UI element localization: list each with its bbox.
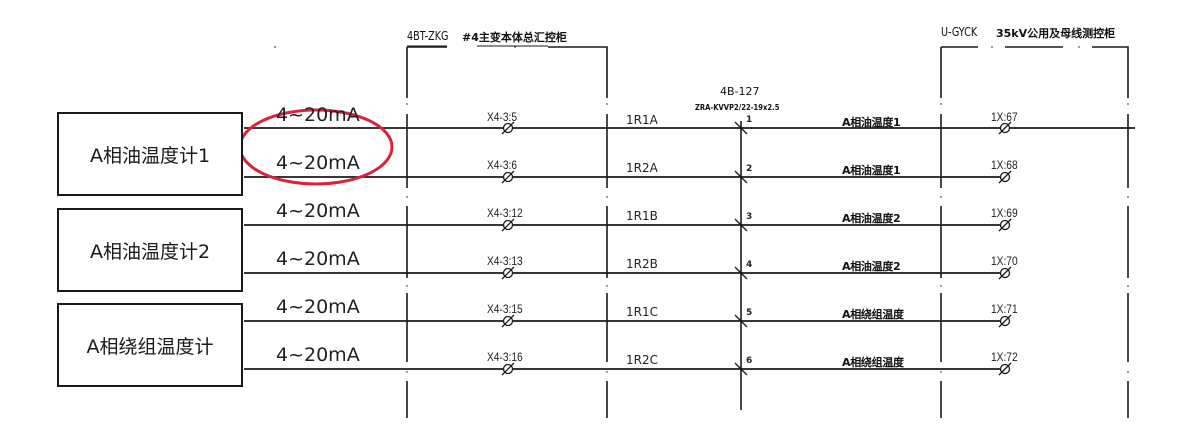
device-box-oil-temp-1: A相油温度计1 — [57, 112, 243, 196]
signal-label: 4~20mA — [276, 200, 360, 222]
remote-terminal-label: 1X:68 — [991, 158, 1018, 172]
core-number: 2 — [746, 164, 753, 174]
wire-number: 1R2B — [626, 257, 658, 271]
terminal-label: X4-3:13 — [487, 254, 523, 268]
cabinet-1-title: #4主变本体总汇控柜 — [462, 31, 567, 44]
remote-terminal-label: 1X:72 — [991, 350, 1018, 364]
signal-label: 4~20mA — [276, 104, 360, 126]
signal-description: A相绕组温度 — [842, 356, 904, 369]
device-label: A相油温度计1 — [89, 144, 211, 167]
cabinet-2-code: U-GYCK — [941, 25, 978, 39]
core-number: 5 — [746, 308, 753, 318]
cabinet-1-frame — [407, 46, 608, 98]
cabinet-2-frame — [941, 46, 1129, 98]
terminal-label: X4-3:15 — [487, 302, 523, 316]
device-box-oil-temp-2: A相油温度计2 — [57, 208, 243, 292]
terminal-label: X4-3:12 — [487, 206, 523, 220]
remote-terminal-label: 1X:69 — [991, 206, 1018, 220]
terminal-symbols-local — [501, 121, 515, 376]
wires — [244, 127, 1135, 370]
terminal-label: X4-3:5 — [487, 110, 518, 124]
terminal-label: X4-3:6 — [487, 158, 518, 172]
signal-description: A相绕组温度 — [842, 308, 904, 321]
wire-number: 1R1A — [626, 113, 658, 127]
cabinet-2-title: 35kV公用及母线测控柜 — [996, 27, 1116, 40]
signal-label: 4~20mA — [276, 248, 360, 270]
signal-label: 4~20mA — [276, 152, 360, 174]
core-number: 4 — [746, 260, 753, 270]
device-box-winding-temp: A相绕组温度计 — [57, 303, 243, 387]
signal-description: A相油温度2 — [842, 212, 901, 225]
wire-number: 1R1C — [626, 305, 658, 319]
wire-number: 1R1B — [626, 209, 658, 223]
cabinet-1-code: 4BT-ZKG — [407, 29, 449, 43]
core-ticks — [734, 121, 748, 376]
remote-terminal-label: 1X:67 — [991, 110, 1018, 124]
signal-description: A相油温度2 — [842, 260, 901, 273]
terminal-label: X4-3:16 — [487, 350, 523, 364]
cable-id: 4B-127 — [720, 85, 760, 98]
signal-label: 4~20mA — [276, 344, 360, 366]
wire-number: 1R2C — [626, 353, 658, 367]
core-number: 3 — [746, 212, 753, 222]
signal-description: A相油温度1 — [842, 164, 901, 177]
signal-label: 4~20mA — [276, 296, 360, 318]
remote-terminal-label: 1X:70 — [991, 254, 1018, 268]
signal-description: A相油温度1 — [842, 116, 901, 129]
wire-number: 1R2A — [626, 161, 658, 175]
core-number: 6 — [746, 356, 753, 366]
device-label: A相绕组温度计 — [86, 335, 214, 358]
cable-spec: ZRA-KVVP2/22-19x2.5 — [695, 103, 780, 112]
core-number: 1 — [746, 115, 753, 125]
terminal-symbols-remote — [998, 121, 1012, 376]
remote-terminal-label: 1X:71 — [991, 302, 1018, 316]
device-label: A相油温度计2 — [89, 240, 211, 263]
